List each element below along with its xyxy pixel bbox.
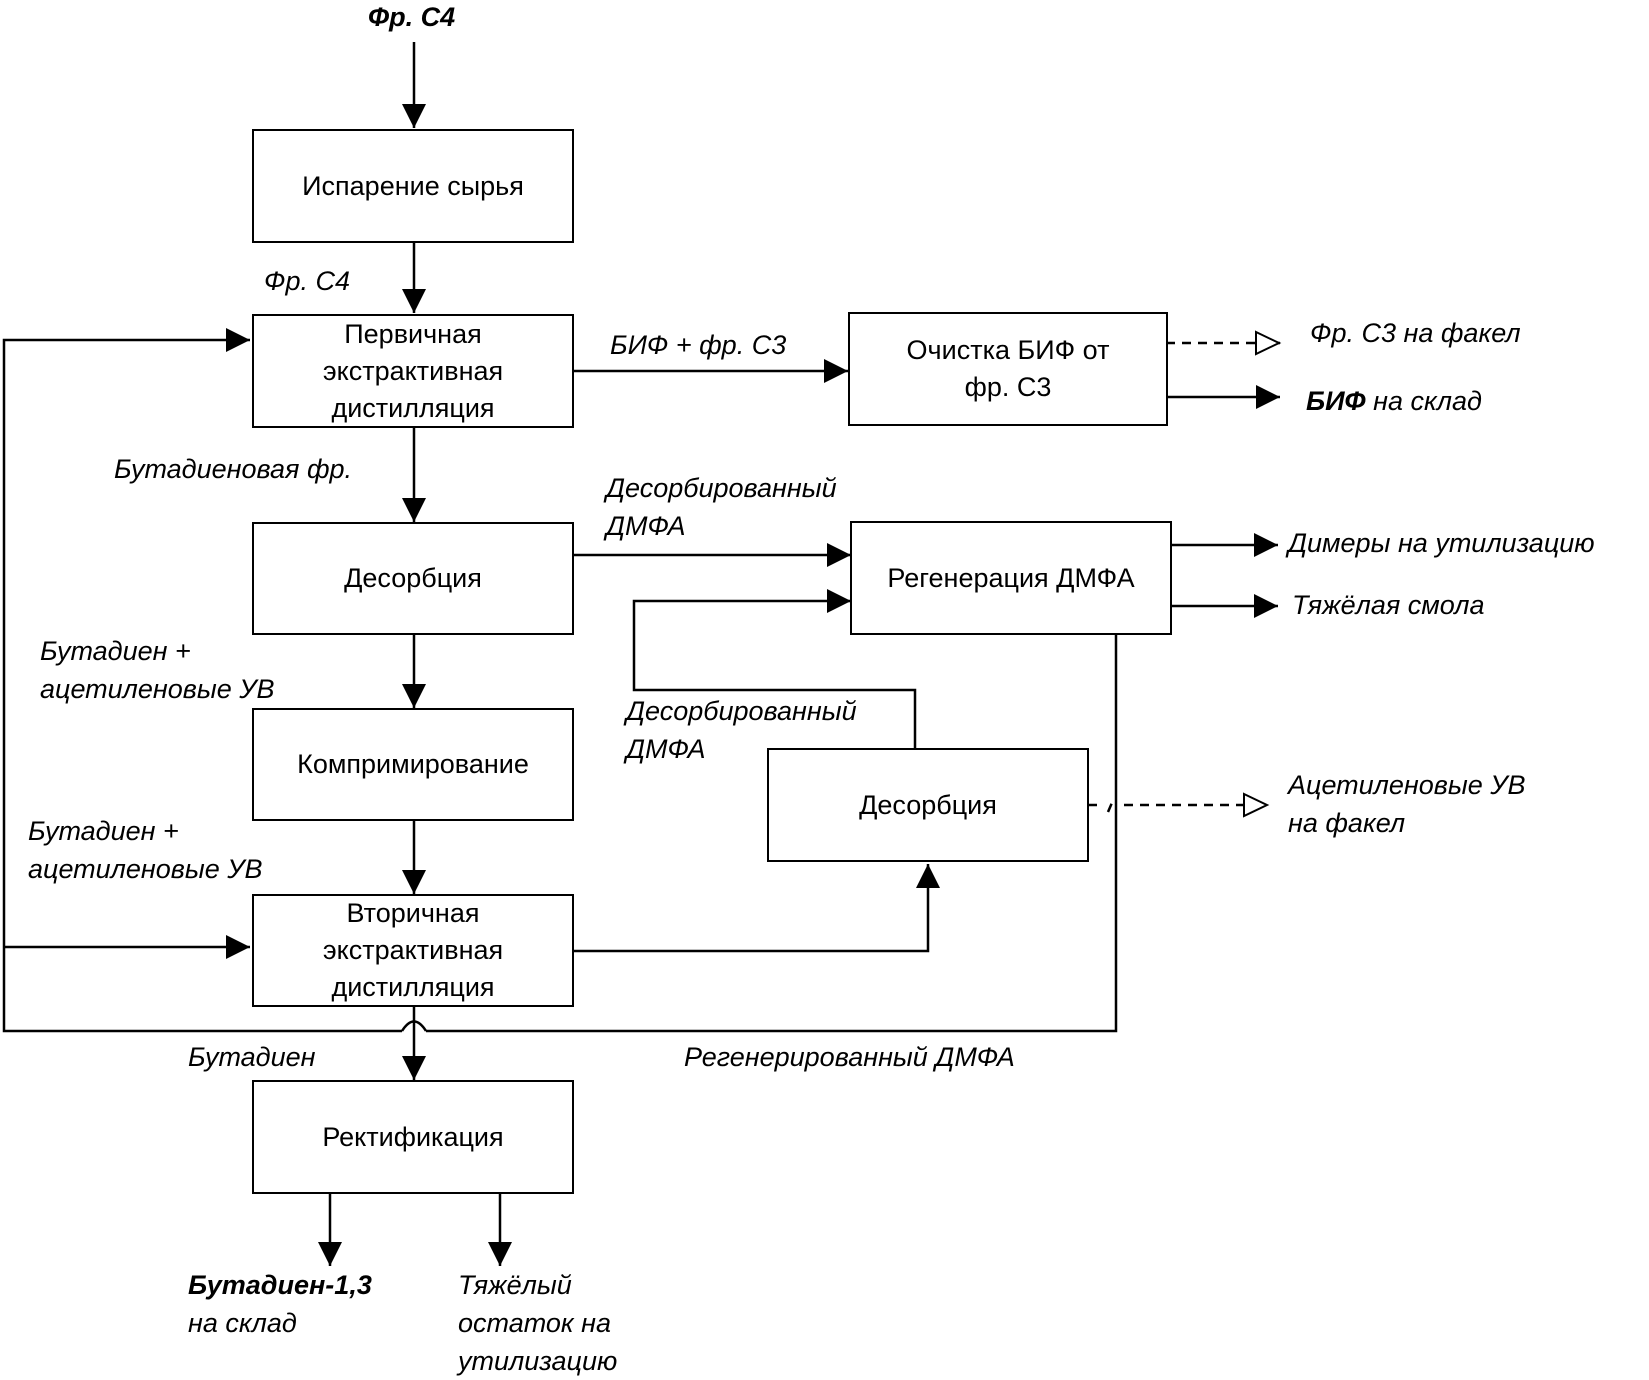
label-butadiene: Бутадиен xyxy=(188,1042,316,1072)
box-compression: Компримирование xyxy=(252,708,574,821)
label-desorbed-dmfa-1: Десорбированный ДМФА xyxy=(606,473,837,541)
label-c3-to-flare: Фр. С3 на факел xyxy=(1310,318,1521,348)
flow-recycle-left xyxy=(2,328,402,1033)
box-label: Десорбция xyxy=(344,563,482,593)
box-desorption-1: Десорбция xyxy=(252,522,574,635)
label-butadiene-fraction: Бутадиеновая фр. xyxy=(114,454,353,484)
box-label: Первичная экстрактивная дистилляция xyxy=(322,318,504,423)
flow-regenerated-dmfa-recycle xyxy=(426,634,1118,1033)
label-bif-c3: БИФ + фр. С3 xyxy=(610,330,787,360)
label-butadiene13-bold: Бутадиен-1,3 xyxy=(188,1270,372,1300)
box-bif-cleaning: Очистка БИФ от фр. С3 xyxy=(848,312,1168,426)
box-desorption-2: Десорбция xyxy=(767,748,1089,862)
box-label: Ректификация xyxy=(322,1121,504,1152)
label-bif-rest: на склад xyxy=(1365,386,1482,416)
flow-acetylenes-to-flare xyxy=(1088,798,1268,812)
label-heavy-resin: Тяжёлая смола xyxy=(1292,590,1485,620)
label-butadiene13-rest: на склад xyxy=(188,1308,297,1338)
label-feed-in: Фр. С4 xyxy=(368,2,456,32)
flow-desorbed-dmfa-2 xyxy=(632,589,917,748)
box-primary-extractive-distillation: Первичная экстрактивная дистилляция xyxy=(252,314,574,428)
box-label: Испарение сырья xyxy=(302,170,524,201)
label-acetylenes-to-flare: Ацетиленовые УВ на факел xyxy=(1288,770,1526,838)
label-butadiene-acetylenes-1: Бутадиен + ацетиленовые УВ xyxy=(40,636,275,704)
box-secondary-extractive-distillation: Вторичная экстрактивная дистилляция xyxy=(252,894,574,1007)
box-label: Десорбция xyxy=(859,789,997,820)
box-label: Вторичная экстрактивная дистилляция xyxy=(322,898,504,1002)
label-regenerated-dmfa: Регенерированный ДМФА xyxy=(684,1042,1015,1072)
box-label: Очистка БИФ от фр. С3 xyxy=(906,335,1110,402)
label-bif-bold: БИФ xyxy=(1306,386,1366,416)
box-label: Регенерация ДМФА xyxy=(887,562,1135,593)
label-bif-to-storage: БИФ на склад xyxy=(1306,382,1482,420)
box-dmfa-regeneration: Регенерация ДМФА xyxy=(850,521,1172,635)
label-desorbed-dmfa-2: Десорбированный ДМФА xyxy=(626,696,857,764)
label-dimers: Димеры на утилизацию xyxy=(1288,528,1595,558)
label-butadiene-acetylenes-2: Бутадиен + ацетиленовые УВ xyxy=(28,816,263,884)
label-heavy-residue: Тяжёлый остаток на утилизацию xyxy=(458,1270,618,1376)
label-feed-after-evap: Фр. С4 xyxy=(264,266,350,296)
label-butadiene13: Бутадиен-1,3 на склад xyxy=(188,1266,372,1342)
box-evaporation: Испарение сырья xyxy=(252,129,574,243)
flow-secondary-to-desorption2 xyxy=(572,864,940,953)
box-label: Компримирование xyxy=(297,749,529,779)
box-rectification: Ректификация xyxy=(252,1080,574,1194)
